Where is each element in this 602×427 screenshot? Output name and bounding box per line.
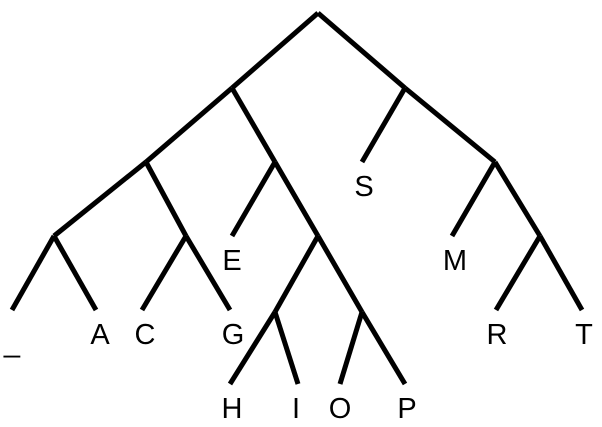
branch-n8-to-n9 [272,234,321,314]
branch-n8-to-n10 [315,234,365,314]
label-leaf-t: T [575,319,593,351]
label-leaf-a: A [90,319,110,351]
label-leaf-p: P [397,393,416,425]
branch-n2-to-n11 [403,86,497,164]
label-leaf-underscore: _ [3,327,21,359]
label-leaf-s: S [354,171,373,203]
branch-n5-to-leaf-underscore [9,234,57,312]
label-leaf-c: C [135,319,156,351]
branch-n1-to-n4 [229,86,278,164]
branch-n6-to-leaf-g [183,234,233,312]
label-leaf-g: G [222,319,245,351]
branch-n4-to-n8 [272,160,321,238]
branch-n7-to-leaf-e [229,160,278,238]
tree-branches [9,11,585,386]
branch-n10-to-leaf-o [337,311,365,385]
branch-n9-to-leaf-h [227,310,278,386]
label-leaf-o: O [329,393,352,425]
branch-n11-to-n12 [492,160,543,238]
branch-n3-to-n5 [52,160,148,238]
branch-root-to-n1 [230,11,320,90]
branch-n9-to-leaf-i [272,311,301,385]
branch-n10-to-leaf-p [359,310,408,386]
label-leaf-i: I [292,393,300,425]
label-leaf-m: M [443,245,467,277]
label-leaf-r: R [487,319,508,351]
branch-n12-to-leaf-r [493,234,543,312]
branch-n6-to-leaf-c [139,234,189,312]
label-leaf-e: E [222,245,241,277]
label-leaf-h: H [222,393,243,425]
branch-n1-to-n3 [144,86,234,164]
branch-root-to-n2 [316,11,407,90]
branch-n12-to-leaf-t [537,234,585,312]
branch-n2-to-leaf-s [359,86,408,164]
branch-n3-to-n6 [143,160,189,238]
branch-n5-to-leaf-a [51,234,99,312]
branch-n11-to-leaf-m [449,160,498,238]
